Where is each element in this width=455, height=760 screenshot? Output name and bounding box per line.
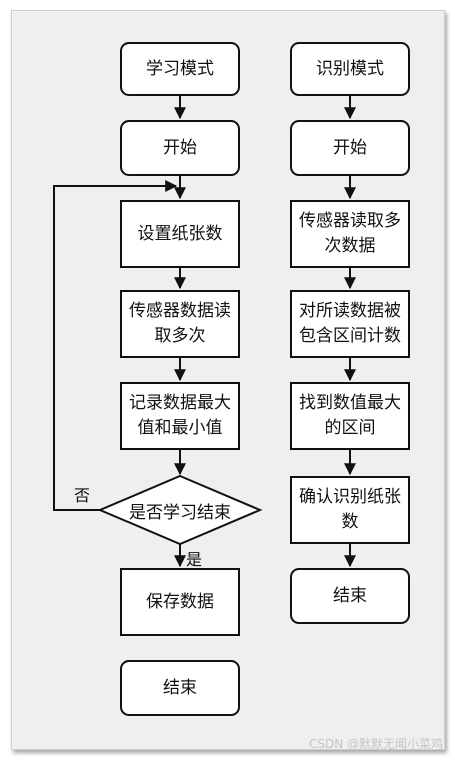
record-max-min-node: 记录数据最大值和最小值 [120,382,240,450]
learning-mode-node: 学习模式 [120,42,240,96]
save-data-node: 保存数据 [120,568,240,636]
find-max-interval-node: 找到数值最大的区间 [290,382,410,450]
left-begin-node: 开始 [120,120,240,176]
yes-label: 是 [186,550,203,569]
watermark: CSDN @默默无闻小菜鸡 [308,737,443,751]
confirm-count-node: 确认识别纸张数 [290,476,410,544]
decision-label: 是否学习结束 [129,502,231,523]
right-begin-node: 开始 [290,120,410,176]
no-label: 否 [74,486,91,505]
left-end-node: 结束 [120,660,240,716]
right-end-node: 结束 [290,568,410,624]
count-interval-node: 对所读数据被包含区间计数 [290,290,410,358]
right-read-sensor-node: 传感器读取多次数据 [290,200,410,268]
recognition-mode-node: 识别模式 [290,42,410,96]
arrow-loop-no [53,180,178,511]
left-read-sensor-node: 传感器数据读取多次 [120,290,240,358]
decision-diamond [97,474,263,546]
set-paper-count-node: 设置纸张数 [120,200,240,268]
